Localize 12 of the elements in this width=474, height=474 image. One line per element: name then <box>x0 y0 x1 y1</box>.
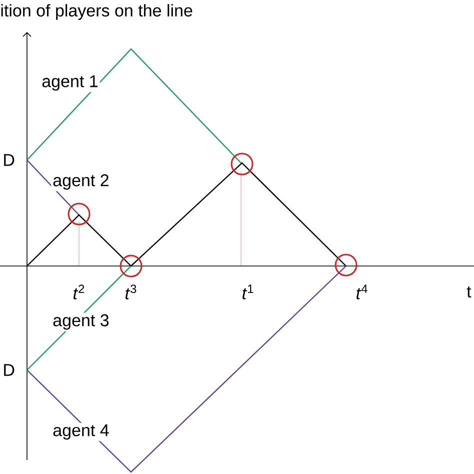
axis-label: t <box>466 286 472 298</box>
axis-label: t$^{2}$ <box>74 284 84 300</box>
line-label: agent 4 <box>51 422 111 442</box>
line-label: agent 3 <box>51 312 111 332</box>
axis-title: ition of players on the line <box>1 4 192 20</box>
line-label: agent 1 <box>40 74 100 92</box>
axis-label: D <box>4 364 14 376</box>
axis-label: t$^{1}$ <box>242 284 254 300</box>
axis-label: D <box>4 154 14 166</box>
axis-label: t$^{3}$ <box>126 284 136 300</box>
line-label: agent 2 <box>51 172 111 192</box>
axis-label: t$^{4}$ <box>356 284 368 300</box>
